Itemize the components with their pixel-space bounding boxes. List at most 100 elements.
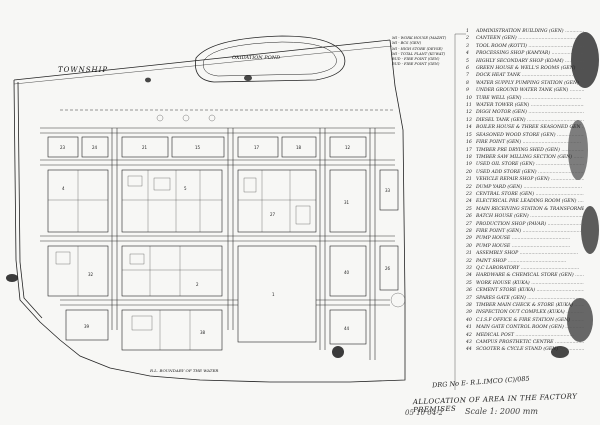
- legend-item-text: HIGHLY SECONDARY SHOP (KOAM): [476, 58, 584, 65]
- top-note: MI - TOTAL PLANT (KUWAT): [392, 51, 446, 56]
- label-b6: 18: [296, 145, 302, 150]
- legend-item-number: 24: [466, 199, 472, 205]
- legend-item: 25 MAIN RECEIVING STATION & TRANSFORMER H…: [466, 206, 584, 213]
- legend-item-text: DOCK HEAT TANK: [476, 72, 584, 79]
- legend-item-number: 17: [466, 147, 472, 153]
- label-b5: 17: [254, 145, 260, 150]
- legend-item-number: 26: [466, 214, 472, 220]
- legend-item-text: MAIN RECEIVING STATION & TRANSFORMER HOU…: [476, 206, 584, 213]
- legend-item-number: 21: [466, 177, 472, 183]
- township-label: TOWNSHIP: [58, 66, 109, 74]
- legend-item-text: HARDWARE & CHEMICAL STORE (GEN): [476, 272, 584, 279]
- legend-item: 5 HIGHLY SECONDARY SHOP (KOAM): [466, 58, 584, 65]
- legend-item-text: CAMPUS PROSTHETIC CENTRE: [476, 339, 584, 346]
- legend-item-number: 18: [466, 154, 472, 160]
- legend-item-number: 14: [466, 125, 472, 131]
- legend-item-number: 8: [466, 80, 469, 86]
- legend-item-text: PUMP HOUSE: [476, 243, 584, 250]
- legend-item-number: 3: [466, 43, 469, 49]
- legend-item: 27 PRODUCTION SHOP (PAVAR): [466, 221, 584, 228]
- legend-item-text: TOOL ROOM (KOTTI): [476, 43, 584, 50]
- site-boundary: [13, 39, 406, 383]
- legend-item-text: SPARES GATE (GEN): [476, 295, 584, 302]
- legend-item: 6 GREEN HOUSE & WELL'S ROOMS (GEN): [466, 65, 584, 72]
- block-23: [47, 136, 79, 158]
- legend-item-text: FIRE POINT (GEN): [476, 139, 584, 146]
- label-b13: 2: [196, 282, 199, 287]
- legend-item-text: WATER SUPPLY PUMPING STATION (GEN): [476, 80, 584, 87]
- block-33: [379, 169, 399, 211]
- label-b19: 33: [385, 188, 391, 193]
- legend-item-number: 15: [466, 132, 472, 138]
- label-b20: 26: [385, 266, 391, 271]
- legend-item-text: CENTRAL STORE (GEN): [476, 191, 584, 198]
- legend-item-text: MEDICAL POST: [476, 332, 584, 339]
- label-b11: 31: [344, 200, 350, 205]
- block-12: [329, 136, 367, 158]
- legend-item-number: 13: [466, 117, 472, 123]
- legend-item-number: 44: [466, 347, 472, 353]
- legend-item: 24 ELECTRICAL PRE LEADING ROOM (GEN): [466, 198, 584, 205]
- legend-item-number: 32: [466, 258, 472, 264]
- legend-item: 3 TOOL ROOM (KOTTI): [466, 43, 584, 50]
- legend-item-text: ELECTRICAL PRE LEADING ROOM (GEN): [476, 198, 584, 205]
- legend-item-text: VEHICLE REPAIR SHOP (GEN): [476, 176, 584, 183]
- legend-item-number: 4: [466, 51, 469, 57]
- building-blocks: [47, 136, 399, 351]
- block-subdivisions: [48, 114, 406, 350]
- label-b7: 12: [345, 145, 351, 150]
- legend-item-number: 34: [466, 273, 472, 279]
- block-40: [329, 245, 367, 297]
- block-27: [237, 169, 317, 233]
- legend-item-number: 12: [466, 110, 472, 116]
- legend-item-number: 23: [466, 191, 472, 197]
- oxidation-pond: [195, 35, 346, 83]
- legend-item-number: 19: [466, 162, 472, 168]
- legend-item-text: USED ADD STORE (GEN): [476, 169, 584, 176]
- legend-item-text: UNDER GROUND WATER TANK (GEN): [476, 87, 584, 94]
- drawing-scale: Scale 1: 2000 mm: [465, 407, 538, 416]
- legend-item-number: 10: [466, 95, 472, 101]
- block-18: [281, 136, 317, 158]
- legend-item-text: GREEN HOUSE & WELL'S ROOMS (GEN): [476, 65, 584, 72]
- legend-item-number: 27: [466, 221, 472, 227]
- legend-item-text: CEMENT STORE (KUKA): [476, 287, 584, 294]
- legend-item-number: 5: [466, 58, 469, 64]
- top-note: MI - BCS (GEN): [392, 41, 422, 46]
- legend-item-text: PUMP HOUSE: [476, 235, 584, 242]
- drawing-reference: 05 10 04-2: [405, 409, 443, 417]
- block-number-labels: 23 24 21 15 17 18 12 4 5 27 31 32 2 1 40…: [60, 145, 391, 335]
- legend-item-number: 6: [466, 66, 469, 72]
- legend-item-number: 25: [466, 206, 472, 212]
- label-b10: 27: [270, 212, 276, 217]
- legend-item-number: 33: [466, 266, 472, 271]
- block-1: [237, 245, 317, 343]
- legend-item-text: SEASONED WOOD STORE (GEN): [476, 132, 584, 139]
- legend-item-number: 9: [466, 88, 469, 94]
- legend-item-number: 31: [466, 251, 472, 257]
- legend-item-number: 11: [466, 103, 472, 109]
- legend-item-number: 28: [466, 228, 472, 234]
- block-21: [121, 136, 169, 158]
- legend-item-number: 1: [466, 29, 469, 34]
- legend-item-text: WATER TOWER (GEN): [476, 102, 584, 109]
- legend-item-text: TIMBER PRE DRYING SHED (GEN): [476, 147, 584, 154]
- legend-item: 21 VEHICLE REPAIR SHOP (GEN): [466, 176, 584, 183]
- legend-item-text: PRODUCTION SHOP (PAVAR): [476, 221, 584, 228]
- label-b2: 24: [92, 145, 98, 150]
